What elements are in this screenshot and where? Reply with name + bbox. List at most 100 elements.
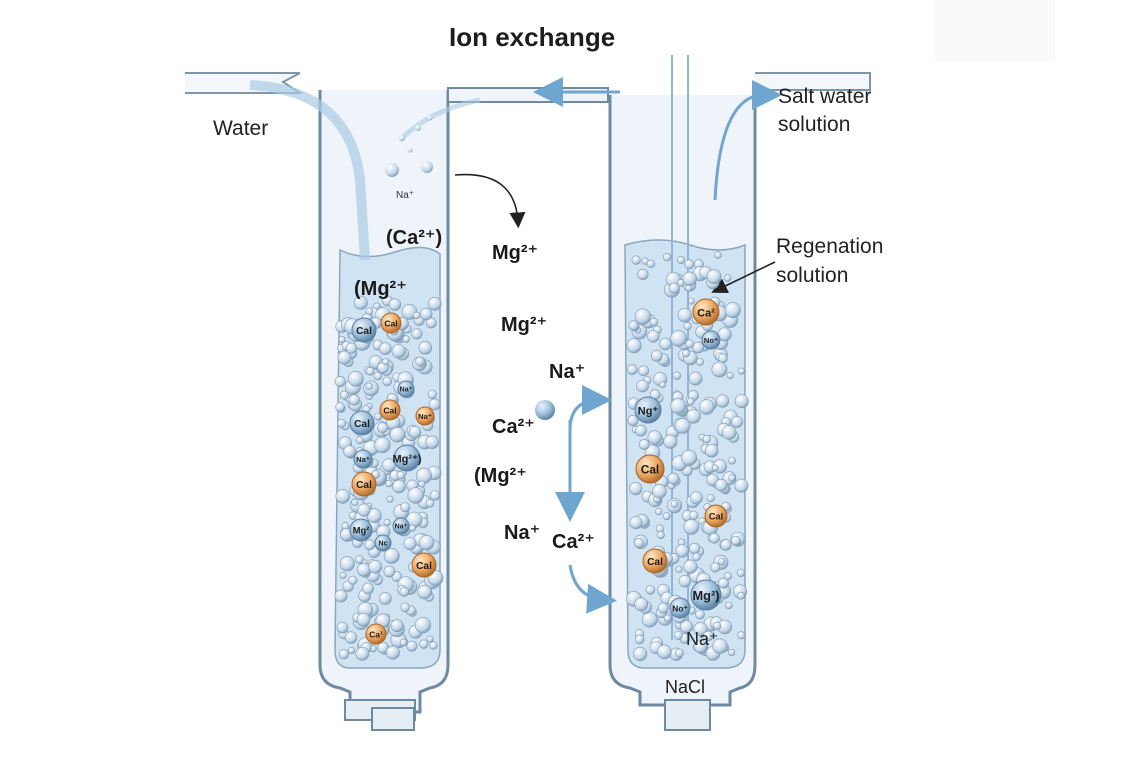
resin-bead bbox=[692, 552, 701, 562]
resin-bead bbox=[726, 371, 734, 379]
resin-bead bbox=[667, 472, 680, 485]
resin-bead bbox=[702, 630, 714, 642]
resin-bead bbox=[365, 366, 375, 376]
middle-ion-mg-2: Mg²⁺ bbox=[501, 314, 548, 336]
resin-bead bbox=[378, 342, 392, 355]
resin-bead bbox=[335, 402, 345, 412]
resin-bead bbox=[378, 592, 392, 605]
labeled-resin-bead bbox=[704, 504, 728, 528]
resin-bead bbox=[408, 425, 422, 439]
bead-label: Cal bbox=[354, 419, 370, 430]
resin-bead bbox=[718, 577, 729, 589]
resin-bead bbox=[683, 519, 700, 535]
resin-bead bbox=[682, 271, 697, 286]
resin-bead bbox=[334, 375, 346, 387]
bead-label: Nc bbox=[379, 541, 388, 548]
resin-bead bbox=[723, 274, 732, 282]
resin-bead bbox=[731, 416, 743, 428]
labeled-resin-bead bbox=[374, 534, 392, 552]
faded-corner-panel bbox=[935, 0, 1055, 62]
resin-bead bbox=[712, 638, 728, 654]
left-ca-label: (Ca²⁺) bbox=[386, 227, 443, 249]
resin-bead bbox=[668, 282, 680, 294]
resin-bead bbox=[728, 648, 736, 656]
resin-bead bbox=[717, 557, 726, 566]
resin-bead bbox=[337, 350, 352, 365]
resin-bead bbox=[400, 602, 411, 613]
outflow-arrow bbox=[713, 80, 782, 201]
resin-bead bbox=[343, 445, 356, 458]
bead-label: Na⁺ bbox=[395, 524, 408, 531]
labeled-resin-bead bbox=[349, 518, 373, 542]
resin-bead bbox=[734, 478, 749, 493]
resin-bead bbox=[662, 252, 672, 262]
regeneration-label-line1: Regenation bbox=[776, 235, 884, 258]
labeled-resin-bead bbox=[415, 406, 435, 426]
resin-bead bbox=[657, 644, 672, 660]
resin-bead bbox=[339, 556, 355, 572]
resin-bead bbox=[636, 379, 649, 393]
resin-bead bbox=[686, 397, 695, 406]
resin-bead bbox=[629, 516, 643, 530]
labeled-resin-bead bbox=[379, 399, 401, 421]
resin-bead bbox=[368, 559, 383, 574]
resin-bead bbox=[351, 498, 359, 507]
resin-bead bbox=[657, 602, 669, 614]
droplets bbox=[385, 115, 433, 177]
resin-bead bbox=[339, 572, 347, 579]
resin-bead bbox=[373, 371, 382, 381]
spray-arrow bbox=[398, 97, 481, 142]
resin-bead bbox=[647, 430, 662, 445]
bead-label: Cal bbox=[647, 557, 663, 568]
resin-bead bbox=[698, 399, 715, 415]
resin-bead bbox=[374, 412, 382, 421]
resin-bead bbox=[365, 382, 373, 390]
resin-bead bbox=[676, 256, 685, 265]
bead-label: Cal bbox=[383, 405, 396, 415]
bead-label: Ng⁺ bbox=[638, 405, 659, 417]
resin-bead bbox=[385, 645, 400, 660]
resin-bead bbox=[348, 575, 358, 585]
outlet-pipe bbox=[755, 72, 871, 91]
bead-label: Cal bbox=[356, 480, 372, 491]
resin-bead bbox=[696, 358, 704, 366]
resin-bead bbox=[634, 597, 649, 612]
resin-bead bbox=[627, 414, 639, 426]
resin-bead bbox=[633, 537, 644, 548]
salt-water-label-line2: solution bbox=[778, 113, 851, 136]
inflow-stream bbox=[249, 80, 370, 261]
labeled-resin-bead bbox=[411, 552, 437, 578]
resin-bead bbox=[347, 370, 364, 387]
resin-bead bbox=[383, 565, 396, 578]
salt-water-label-line1: Salt water bbox=[778, 85, 872, 108]
resin-bead bbox=[688, 371, 703, 386]
resin-bead bbox=[415, 356, 425, 367]
middle-ion-ca-2: Ca²⁺ bbox=[552, 531, 595, 553]
resin-bead bbox=[649, 317, 659, 327]
resin-bead bbox=[425, 498, 435, 508]
labeled-resin-bead bbox=[353, 449, 373, 469]
water-label: Water bbox=[213, 117, 269, 140]
resin-bead bbox=[373, 302, 381, 310]
resin-bead bbox=[734, 394, 749, 409]
labeled-resin-bead bbox=[634, 396, 662, 424]
resin-bead bbox=[418, 340, 433, 355]
resin-bead bbox=[400, 502, 411, 513]
resin-bead bbox=[413, 311, 421, 320]
resin-bead bbox=[399, 586, 410, 597]
resin-bead bbox=[693, 622, 708, 637]
resin-bead bbox=[647, 330, 660, 343]
resin-bead bbox=[626, 338, 642, 354]
resin-bead bbox=[382, 358, 390, 366]
resin-bead bbox=[674, 648, 684, 658]
bead-label: Cal bbox=[384, 318, 397, 328]
resin-bead bbox=[390, 619, 404, 633]
labeled-resin-bead bbox=[380, 312, 402, 334]
middle-ion-mg-1: Mg²⁺ bbox=[492, 242, 539, 264]
resin-bead bbox=[637, 268, 649, 281]
resin-bead bbox=[419, 639, 429, 649]
middle-ion-na-2: Na⁺ bbox=[504, 522, 541, 544]
resin-bead bbox=[689, 491, 703, 505]
resin-bead bbox=[427, 296, 442, 311]
resin-bead bbox=[338, 649, 350, 660]
